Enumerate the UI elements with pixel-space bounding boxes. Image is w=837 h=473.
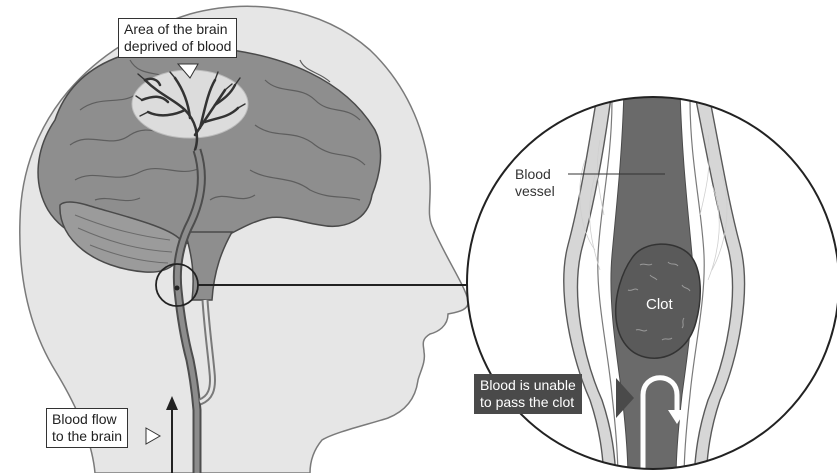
blood-flow-callout: Blood flow to the brain — [46, 408, 128, 448]
blocked-flow-callout: Blood is unable to pass the clot — [474, 374, 582, 414]
clot-label: Clot — [646, 296, 673, 313]
deprived-area-highlight — [132, 70, 248, 138]
clot-marker — [175, 286, 180, 291]
blood-vessel-label: Blood vessel — [515, 166, 555, 200]
brain-area-callout: Area of the brain deprived of blood — [118, 18, 237, 58]
